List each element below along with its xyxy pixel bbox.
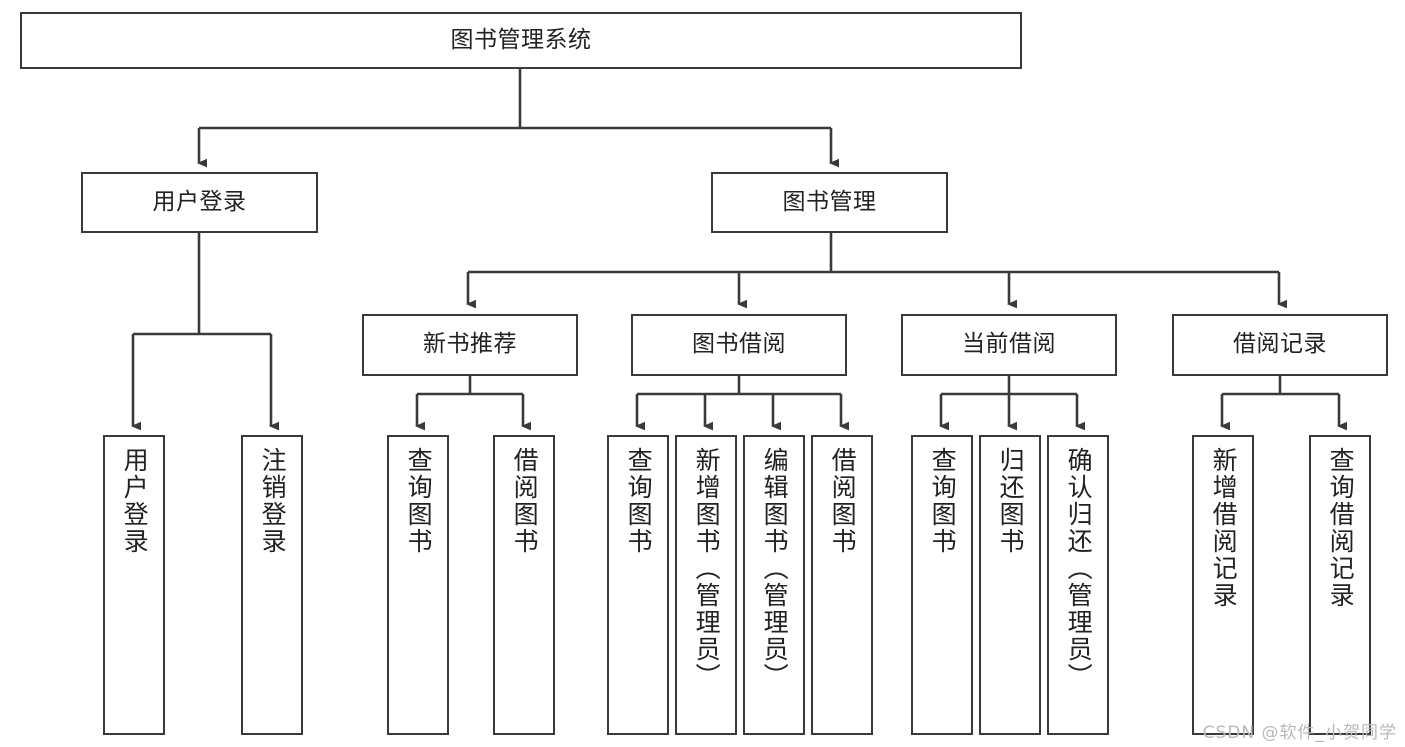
leaf-borrow-add-book-admin[interactable]: 新增图书（管理员） [675,435,737,735]
node-label: 注销登录 [258,447,288,555]
leaf-current-confirm-return-admin[interactable]: 确认归还（管理员） [1047,435,1109,735]
node-label: 新增图书（管理员） [692,447,722,690]
node-label: 图书管理系统 [450,26,592,53]
node-root-system[interactable]: 图书管理系统 [20,12,1022,69]
node-label: 查询图书 [624,447,654,555]
leaf-current-query-book[interactable]: 查询图书 [911,435,973,735]
node-label: 查询图书 [404,447,434,555]
leaf-user-login-signin[interactable]: 用户登录 [103,435,165,735]
node-label: 确认归还（管理员） [1064,447,1094,690]
leaf-borrow-query-book[interactable]: 查询图书 [607,435,669,735]
leaf-user-login-signout[interactable]: 注销登录 [241,435,303,735]
node-label: 图书借阅 [692,331,786,358]
csdn-watermark: CSDN @软件_小贺同学 [1202,723,1397,743]
node-label: 图书管理 [782,188,877,215]
node-label: 查询借阅记录 [1326,447,1356,609]
node-user-login[interactable]: 用户登录 [81,172,318,233]
leaf-new-book-borrow[interactable]: 借阅图书 [493,435,555,735]
node-label: 用户登录 [120,447,150,555]
node-label: 借阅记录 [1233,331,1327,358]
leaf-borrow-borrow-book[interactable]: 借阅图书 [811,435,873,735]
node-label: 借阅图书 [828,447,858,555]
node-current-borrow[interactable]: 当前借阅 [901,314,1117,376]
leaf-record-add-record[interactable]: 新增借阅记录 [1192,435,1254,735]
node-label: 当前借阅 [962,331,1056,358]
node-label: 新增借阅记录 [1209,447,1239,609]
node-new-book-recommend[interactable]: 新书推荐 [362,314,578,376]
node-borrow-record[interactable]: 借阅记录 [1172,314,1388,376]
node-label: 归还图书 [996,447,1026,555]
leaf-new-book-query[interactable]: 查询图书 [387,435,449,735]
leaf-borrow-edit-book-admin[interactable]: 编辑图书（管理员） [743,435,805,735]
node-label: 编辑图书（管理员） [760,447,790,690]
node-label: 用户登录 [152,188,247,215]
node-label: 新书推荐 [423,331,517,358]
node-book-borrow[interactable]: 图书借阅 [631,314,847,376]
node-book-management[interactable]: 图书管理 [711,172,948,233]
node-label: 借阅图书 [510,447,540,555]
leaf-record-query-record[interactable]: 查询借阅记录 [1309,435,1371,735]
leaf-current-return-book[interactable]: 归还图书 [979,435,1041,735]
node-label: 查询图书 [928,447,958,555]
